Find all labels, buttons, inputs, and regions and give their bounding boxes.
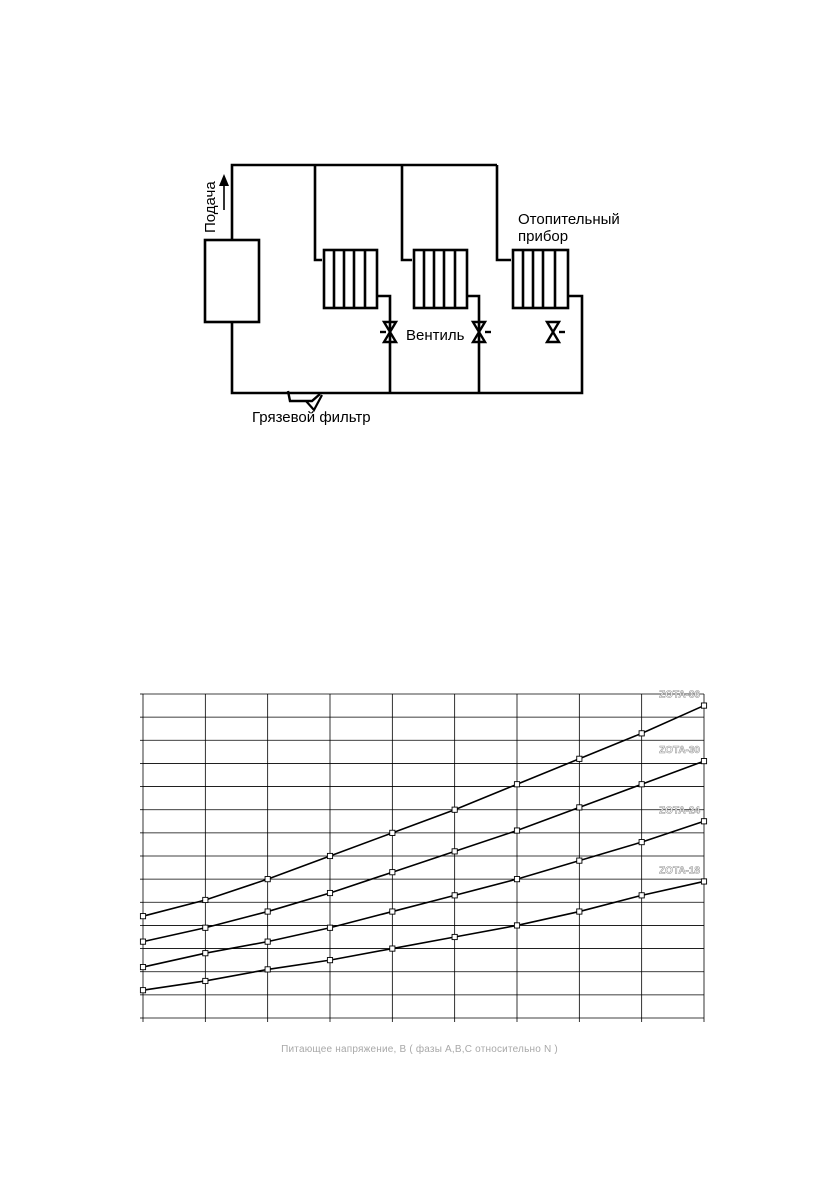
- mud-filter-icon: [286, 390, 321, 403]
- data-point: [139, 938, 147, 945]
- valve-icon: [470, 320, 491, 344]
- outlet-1: [377, 294, 392, 393]
- series-label: ZOTA-24: [659, 805, 700, 816]
- data-point: [576, 755, 583, 762]
- valve-label: Вентиль: [406, 327, 465, 344]
- series-label: ZOTA-30: [659, 745, 700, 756]
- data-point: [700, 758, 708, 765]
- data-point: [638, 839, 645, 846]
- return-pipe: [230, 294, 584, 395]
- data-point: [389, 908, 396, 915]
- data-point: [202, 977, 209, 985]
- series-label: ZOTA-18: [659, 865, 700, 876]
- outlet-2: [467, 294, 481, 393]
- data-point: [139, 913, 147, 920]
- supply-pipe: [230, 163, 497, 240]
- data-point: [202, 924, 209, 931]
- data-point: [202, 950, 209, 957]
- supply-label: Подача: [202, 181, 219, 233]
- chart-grid: [140, 693, 705, 1022]
- valve-icon: [380, 320, 399, 344]
- data-point: [451, 892, 458, 899]
- data-point: [513, 922, 521, 929]
- data-point: [264, 876, 271, 883]
- data-point: [451, 848, 458, 855]
- data-point: [638, 781, 645, 788]
- flow-arrow-icon: [219, 174, 229, 210]
- chart-x-axis-label: Питающее напряжение, В ( фазы А,В,С отно…: [281, 1044, 558, 1055]
- data-point: [451, 933, 458, 941]
- data-point: [264, 966, 271, 973]
- data-point: [326, 924, 334, 931]
- heating-scheme-diagram: [203, 163, 584, 412]
- heater-label-line2: прибор: [518, 228, 569, 245]
- riser-1: [313, 165, 322, 262]
- valve-icon: [544, 320, 565, 344]
- series-line: [142, 704, 705, 917]
- data-point: [700, 878, 708, 885]
- chart-series: [139, 702, 708, 994]
- data-point: [389, 945, 396, 952]
- data-point: [700, 702, 708, 709]
- riser-2: [400, 165, 412, 262]
- data-point: [513, 876, 521, 883]
- riser-3: [495, 165, 511, 262]
- data-point: [264, 908, 271, 915]
- series-label: ZOTA-36: [659, 690, 700, 701]
- data-point: [139, 987, 147, 994]
- radiator-3: [511, 248, 570, 310]
- radiator-1: [322, 248, 379, 310]
- data-point: [513, 827, 521, 834]
- data-point: [576, 804, 583, 811]
- radiator-2: [412, 248, 469, 310]
- data-point: [264, 938, 271, 945]
- data-point: [576, 857, 583, 864]
- data-point: [326, 852, 334, 860]
- data-point: [326, 957, 334, 964]
- data-point: [576, 908, 583, 915]
- data-point: [139, 964, 147, 971]
- data-point: [513, 781, 521, 788]
- data-point: [638, 892, 645, 899]
- data-point: [389, 869, 396, 876]
- data-point: [326, 889, 334, 897]
- series-line: [142, 820, 705, 968]
- data-point: [700, 818, 708, 825]
- data-point: [389, 829, 396, 836]
- data-point: [451, 806, 458, 813]
- data-point: [202, 896, 209, 904]
- series-line: [142, 760, 705, 943]
- series-line: [142, 880, 705, 992]
- heater-label-line1: Отопительный: [518, 211, 620, 228]
- boiler: [203, 238, 261, 324]
- data-point: [638, 730, 645, 737]
- filter-label: Грязевой фильтр: [252, 409, 371, 426]
